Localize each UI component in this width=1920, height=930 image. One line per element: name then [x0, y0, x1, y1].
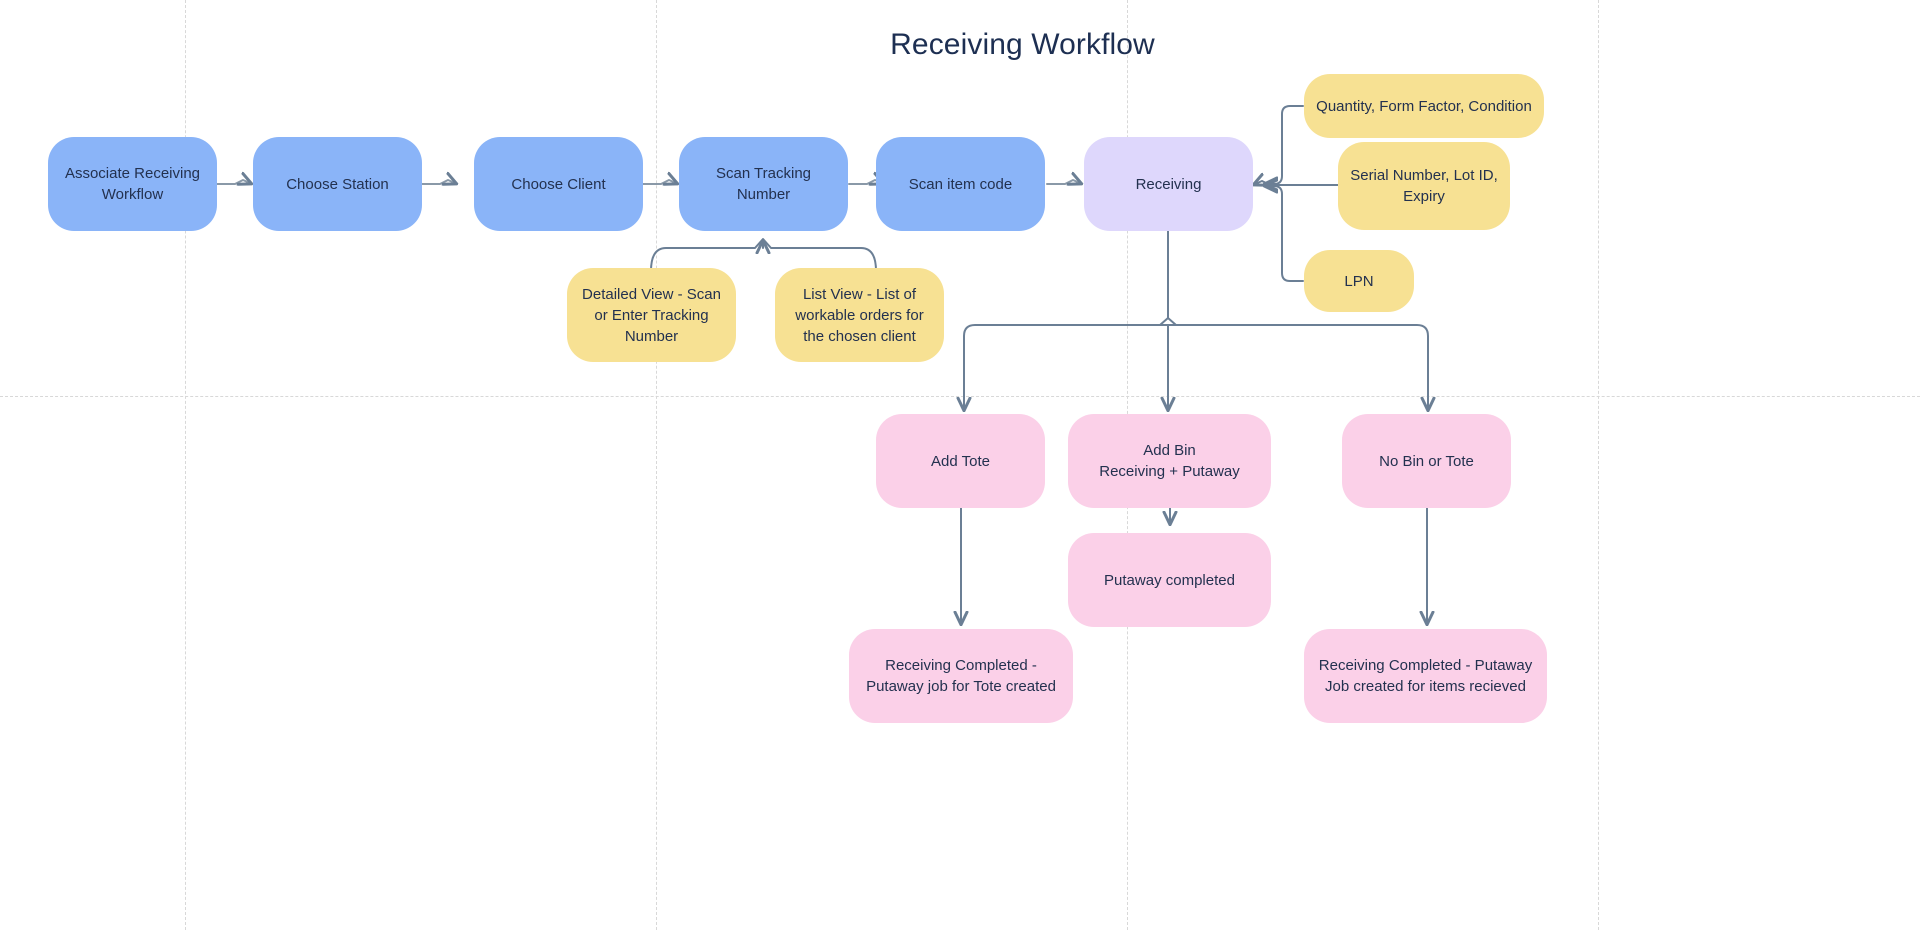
node-label: List View - List of workable orders for … — [795, 285, 924, 345]
page-guide-vertical-4 — [1598, 0, 1599, 930]
node-list-view[interactable]: List View - List of workable orders for … — [775, 268, 944, 362]
node-label: Receiving Completed - Putaway Job create… — [1318, 657, 1533, 695]
node-label: Add Bin Receiving + Putaway — [1099, 442, 1240, 480]
node-add-bin[interactable]: Add Bin Receiving + Putaway — [1068, 414, 1271, 508]
node-label: Receiving Completed - Putaway job for To… — [866, 657, 1056, 695]
node-label: Choose Station — [286, 175, 389, 193]
node-label: Detailed View - Scan or Enter Tracking N… — [582, 285, 721, 345]
node-scan-tracking-number[interactable]: Scan Tracking Number — [679, 137, 848, 231]
node-choose-client[interactable]: Choose Client — [474, 137, 643, 231]
node-no-bin-or-tote[interactable]: No Bin or Tote — [1342, 414, 1511, 508]
node-label: No Bin or Tote — [1379, 452, 1474, 470]
node-quantity-form-factor-condition[interactable]: Quantity, Form Factor, Condition — [1304, 74, 1544, 138]
node-label: LPN — [1344, 272, 1374, 290]
node-choose-station[interactable]: Choose Station — [253, 137, 422, 231]
page-guide-vertical-2 — [656, 0, 657, 930]
node-detailed-view[interactable]: Detailed View - Scan or Enter Tracking N… — [567, 268, 736, 362]
node-label: Choose Client — [511, 175, 606, 193]
node-label: Receiving — [1135, 175, 1202, 193]
node-label: Scan Tracking Number — [715, 165, 812, 203]
node-lpn[interactable]: LPN — [1304, 250, 1414, 312]
node-label: Scan item code — [908, 175, 1013, 193]
node-label: Serial Number, Lot ID, Expiry — [1350, 167, 1498, 205]
node-putaway-completed[interactable]: Putaway completed — [1068, 533, 1271, 627]
node-label: Quantity, Form Factor, Condition — [1316, 97, 1532, 115]
node-associate-receiving-workflow[interactable]: Associate Receiving Workflow — [48, 137, 217, 231]
node-receiving[interactable]: Receiving — [1084, 137, 1253, 231]
node-scan-item-code[interactable]: Scan item code — [876, 137, 1045, 231]
page-guide-vertical-1 — [185, 0, 186, 930]
page-guide-horizontal-1 — [0, 396, 1920, 397]
node-receiving-completed-tote[interactable]: Receiving Completed - Putaway job for To… — [849, 629, 1073, 723]
page-title: Receiving Workflow — [890, 28, 1155, 61]
node-label: Associate Receiving Workflow — [64, 165, 201, 203]
node-label: Add Tote — [931, 452, 990, 470]
node-serial-number-lot-id-expiry[interactable]: Serial Number, Lot ID, Expiry — [1338, 142, 1510, 230]
connector-tracking-views — [650, 238, 877, 272]
node-add-tote[interactable]: Add Tote — [876, 414, 1045, 508]
node-receiving-completed-putaway[interactable]: Receiving Completed - Putaway Job create… — [1304, 629, 1547, 723]
node-label: Putaway completed — [1104, 571, 1235, 589]
